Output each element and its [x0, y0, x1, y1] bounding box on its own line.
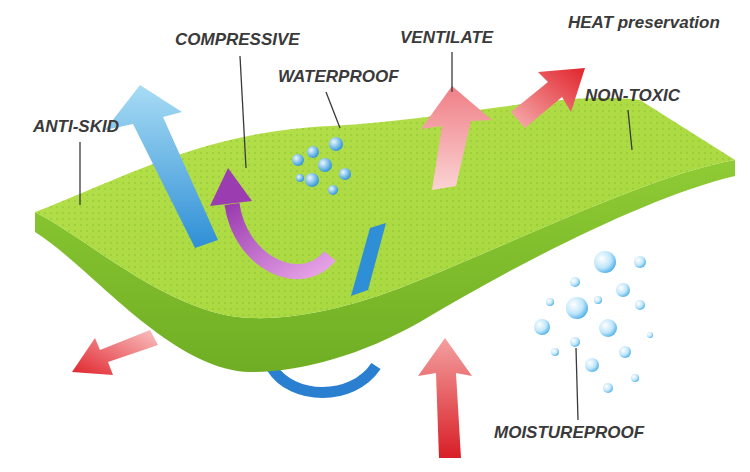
- compressive-arrow: [105, 85, 218, 248]
- rebound-arrow: [232, 204, 330, 272]
- feature-label: VENTILATE: [400, 28, 493, 48]
- rebound-head: [210, 168, 252, 206]
- feature-label: COMPRESSIVE: [175, 30, 300, 50]
- ventilate-arrow: [421, 86, 492, 190]
- moisture-bubbles: [534, 251, 653, 393]
- feature-label: ANTI-SKID: [33, 117, 119, 137]
- compress-curve: [272, 366, 376, 393]
- water-drops: [292, 137, 351, 195]
- feature-label: WATERPROOF: [278, 67, 399, 87]
- heat-arrow: [72, 330, 158, 375]
- heat-arrow: [511, 68, 585, 128]
- moisture-arrow: [418, 338, 472, 458]
- leader-lines: [80, 52, 632, 420]
- feature-label: MOISTUREPROOF: [494, 423, 644, 443]
- feature-label: NON-TOXIC: [585, 86, 680, 106]
- feature-label: HEAT preservation: [568, 13, 720, 33]
- compress-bar: [351, 223, 386, 296]
